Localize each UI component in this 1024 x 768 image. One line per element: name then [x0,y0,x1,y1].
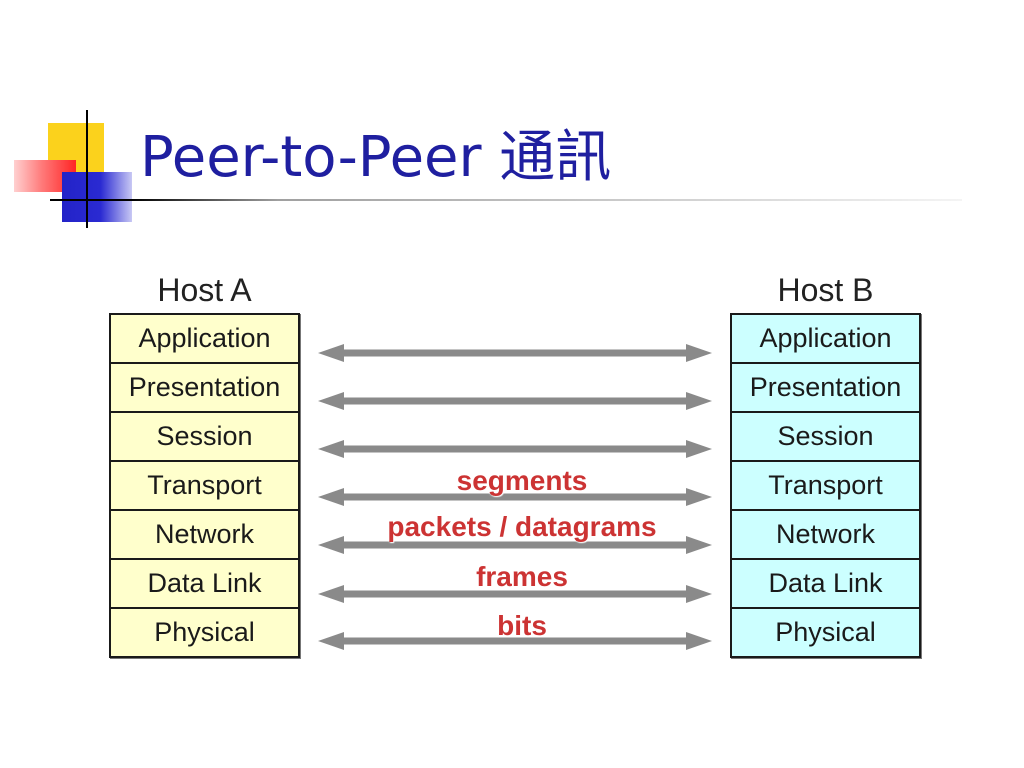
host-b-layer-data-link: Data Link [732,560,919,609]
host-b-layer-network: Network [732,511,919,560]
title-underline [50,199,962,201]
link-label-segments: segments [456,465,588,496]
arrowhead-left [318,392,344,410]
arrowhead-left [318,536,344,554]
host-b-layer-application: Application [732,315,919,364]
arrowhead-right [686,344,712,362]
host-a-layer-physical: Physical [154,617,255,647]
logo-blue-square [62,172,132,222]
peer-arrow-presentation [318,392,712,410]
peer-arrow-network [318,536,712,554]
peer-arrow-data-link [318,585,712,603]
slide-title: Peer-to-Peer 通訊 [140,125,612,190]
arrowhead-left [318,632,344,650]
arrowhead-left [318,344,344,362]
arrowhead-left [318,585,344,603]
peer-arrow-session [318,440,712,458]
arrowhead-left [318,488,344,506]
host-a-layer-application: Application [111,315,298,364]
host-a-label: Host A [157,272,252,308]
host-b-layer-physical: Physical [775,617,876,647]
host-b-label: Host B [777,272,874,308]
host-b-layer-session: Session [732,413,919,462]
host-a-layer-transport: Transport [111,462,298,511]
host-a-layer-data-link: Data Link [111,560,298,609]
link-label-bits: bits [497,610,547,641]
peer-arrow-physical [318,632,712,650]
host-a-layer-session: Session [111,413,298,462]
host-b-layer-transport: Transport [732,462,919,511]
arrowhead-left [318,440,344,458]
arrowhead-right [686,632,712,650]
host-a-layer-network: Network [111,511,298,560]
link-label-frames: frames [476,561,568,592]
peer-arrow-application [318,344,712,362]
arrowhead-right [686,392,712,410]
host-b-stack: Application Presentation Session Transpo… [730,313,921,658]
peer-arrow-transport [318,488,712,506]
host-b-layer-presentation: Presentation [732,364,919,413]
arrowhead-right [686,536,712,554]
host-a-stack: Application Presentation Session Transpo… [109,313,300,658]
arrowhead-right [686,440,712,458]
host-a-layer-presentation: Presentation [111,364,298,413]
link-label-packets: packets / datagrams [387,511,657,542]
arrowhead-right [686,488,712,506]
logo-vertical-line [86,110,88,228]
arrowhead-right [686,585,712,603]
